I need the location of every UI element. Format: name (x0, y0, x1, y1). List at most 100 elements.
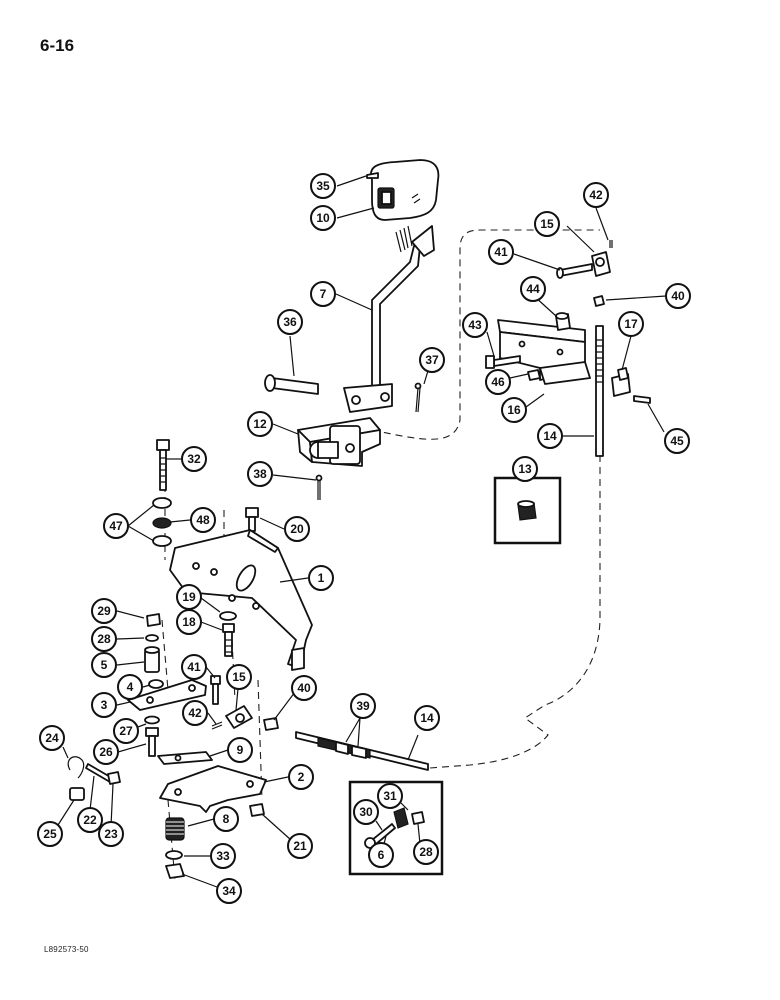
callout-33: 33 (210, 843, 236, 869)
callout-41-lower: 41 (181, 654, 207, 680)
callout-44: 44 (520, 276, 546, 302)
svg-text:12: 12 (253, 417, 267, 431)
svg-text:28: 28 (419, 845, 433, 859)
callout-48: 48 (190, 507, 216, 533)
washers-47-48 (152, 497, 172, 547)
svg-text:8: 8 (223, 812, 230, 826)
svg-text:30: 30 (359, 805, 373, 819)
svg-text:13: 13 (518, 462, 532, 476)
svg-text:16: 16 (507, 403, 521, 417)
callout-24: 24 (39, 725, 65, 751)
svg-text:25: 25 (43, 827, 57, 841)
svg-text:34: 34 (222, 884, 236, 898)
callout-31: 31 (377, 783, 403, 809)
clip-24 (67, 756, 85, 779)
svg-text:14: 14 (420, 711, 434, 725)
callout-23: 23 (98, 821, 124, 847)
callout-25: 25 (37, 821, 63, 847)
callout-38: 38 (247, 461, 273, 487)
shift-lever (343, 225, 435, 413)
callout-26: 26 (93, 739, 119, 765)
svg-text:39: 39 (356, 699, 370, 713)
callout-6: 6 (368, 842, 394, 868)
svg-text:10: 10 (316, 211, 330, 225)
handle-knob (370, 159, 440, 221)
bolt-26 (145, 727, 159, 757)
clip-upper (609, 240, 613, 248)
leader-lines (57, 175, 667, 888)
callout-1: 1 (308, 565, 334, 591)
rod-end-clevis-upper (591, 251, 611, 277)
svg-text:28: 28 (97, 632, 111, 646)
plate-9 (157, 751, 213, 765)
svg-text:35: 35 (316, 179, 330, 193)
callout-35: 35 (310, 173, 336, 199)
svg-text:20: 20 (290, 522, 304, 536)
svg-text:40: 40 (297, 681, 311, 695)
svg-text:46: 46 (491, 375, 505, 389)
callout-8: 8 (213, 806, 239, 832)
callout-47: 47 (103, 513, 129, 539)
callout-27: 27 (113, 718, 139, 744)
cotter-pin (414, 382, 422, 413)
svg-text:18: 18 (182, 615, 196, 629)
callout-10: 10 (310, 205, 336, 231)
svg-text:6: 6 (378, 848, 385, 862)
svg-text:41: 41 (187, 660, 201, 674)
cable-end-lower (295, 731, 429, 771)
bolt-22 (85, 763, 113, 783)
svg-text:23: 23 (104, 827, 118, 841)
callout-43: 43 (462, 312, 488, 338)
callout-12: 12 (247, 411, 273, 437)
bracket-2 (159, 765, 267, 813)
svg-text:38: 38 (253, 467, 267, 481)
callout-46: 46 (485, 369, 511, 395)
svg-text:15: 15 (232, 670, 246, 684)
cotter-pin-lower (315, 474, 323, 500)
page-number: 6-16 (40, 36, 75, 55)
washer-28-left (145, 634, 159, 642)
svg-text:19: 19 (182, 590, 196, 604)
inset-box-13 (493, 476, 562, 545)
callout-9: 9 (227, 737, 253, 763)
callout-41-upper: 41 (488, 239, 514, 265)
callout-5: 5 (91, 652, 117, 678)
callout-30: 30 (353, 799, 379, 825)
nut-21 (249, 803, 265, 817)
svg-text:1: 1 (318, 571, 325, 585)
svg-text:7: 7 (320, 287, 327, 301)
svg-text:14: 14 (543, 429, 557, 443)
svg-text:2: 2 (298, 770, 305, 784)
cable-end-upper (595, 325, 604, 457)
link-plate-3 (127, 679, 207, 711)
bracket-nut (527, 369, 541, 381)
svg-text:17: 17 (624, 317, 638, 331)
callout-21: 21 (287, 833, 313, 859)
nut-34 (165, 863, 185, 879)
callout-45: 45 (664, 428, 690, 454)
callout-28-left: 28 (91, 626, 117, 652)
clamp-screw (633, 395, 651, 404)
svg-text:37: 37 (425, 353, 439, 367)
callout-7: 7 (310, 281, 336, 307)
bolt-20 (245, 507, 259, 532)
svg-text:47: 47 (109, 519, 123, 533)
rod-end-clevis-lower (225, 705, 253, 729)
svg-text:40: 40 (671, 289, 685, 303)
svg-text:4: 4 (127, 680, 134, 694)
svg-text:3: 3 (101, 698, 108, 712)
spacer-5 (144, 646, 160, 673)
pivot-block (297, 417, 381, 467)
callout-40-upper: 40 (665, 283, 691, 309)
pivot-pin (264, 374, 319, 395)
nut-23 (107, 771, 121, 785)
callouts: 35 10 7 36 37 12 38 32 47 48 20 1 19 18 … (37, 173, 691, 904)
callout-16: 16 (501, 397, 527, 423)
callout-14-lower: 14 (414, 705, 440, 731)
spring-8 (165, 817, 185, 841)
callout-42-upper: 42 (583, 182, 609, 208)
bolt-18 (222, 623, 235, 657)
callout-3: 3 (91, 692, 117, 718)
knob-screw (366, 172, 379, 179)
